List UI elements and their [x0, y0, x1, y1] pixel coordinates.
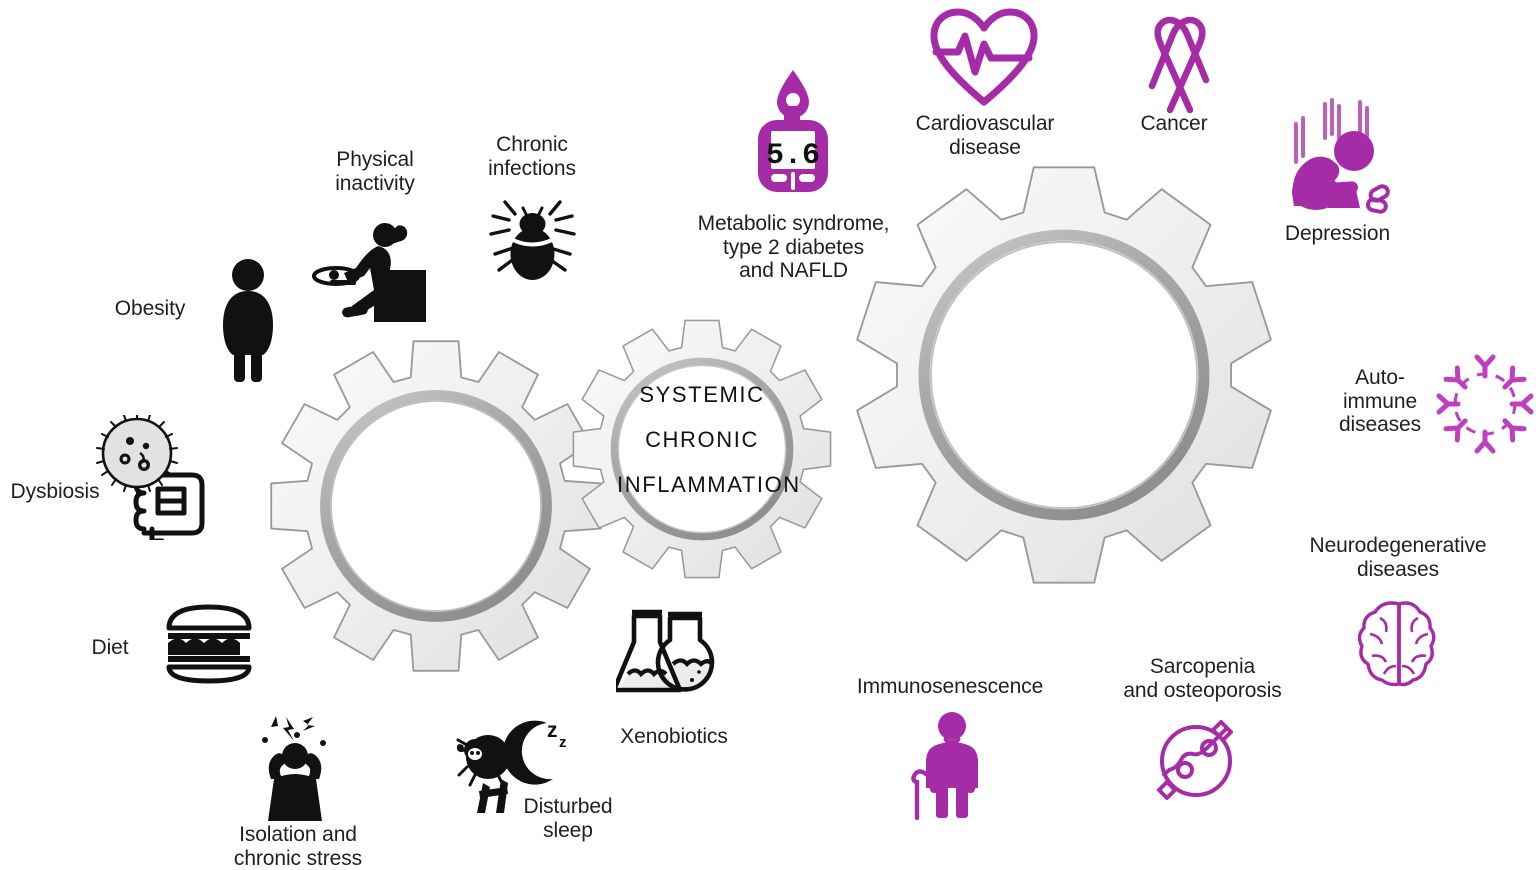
label-neurodegenerative-diseases: Neurodegenerative diseases [1309, 534, 1487, 581]
svg-text:z: z [559, 734, 567, 751]
label-dysbiosis: Dysbiosis [10, 480, 100, 503]
label-chronic-infections: Chronic infections [488, 133, 576, 180]
brain-icon [1358, 601, 1436, 687]
label-isolation-chronic-stress: Isolation and chronic stress [233, 823, 363, 870]
sheep-moon-icon: z z [456, 719, 567, 813]
label-obesity: Obesity [114, 297, 186, 320]
label-cancer: Cancer [1140, 112, 1208, 135]
svg-text:z: z [547, 719, 558, 742]
depressed-person-icon [1292, 98, 1390, 214]
center-line-3: INFLAMMATION [617, 472, 801, 497]
label-immunosenescence: Immunosenescence [856, 675, 1044, 698]
obese-person-icon [223, 259, 273, 382]
label-cardiovascular-disease: Cardiovascular disease [915, 112, 1055, 159]
label-metabolic-syndrome: Metabolic syndrome, type 2 diabetes and … [697, 212, 890, 283]
center-line-1: SYSTEMIC [639, 382, 765, 407]
elderly-person-cane-icon [911, 712, 978, 820]
label-disturbed-sleep: Disturbed sleep [523, 795, 613, 842]
label-depression: Depression [1284, 222, 1391, 245]
heart-ecg-icon [930, 8, 1038, 106]
label-autoimmune-diseases: Auto- immune diseases [1338, 366, 1422, 437]
bone-joint-icon [1157, 720, 1233, 800]
tick-bug-icon [489, 200, 576, 280]
glucometer-value: 5.6 [766, 139, 820, 173]
center-gear [572, 319, 832, 579]
label-diet: Diet [91, 636, 129, 659]
label-sarcopenia-osteoporosis: Sarcopenia and osteoporosis [1123, 655, 1282, 702]
awareness-ribbon-icon [1148, 16, 1210, 114]
right-gear [856, 166, 1272, 584]
couch-potato-icon [312, 223, 426, 322]
burger-icon [166, 604, 252, 684]
label-physical-inactivity: Physical inactivity [335, 148, 415, 195]
left-gear [270, 340, 602, 672]
lab-flasks-icon [616, 609, 715, 693]
center-line-2: CHRONIC [645, 427, 759, 452]
antibody-ring-icon [1436, 354, 1534, 454]
glucometer-icon: 5.6 [758, 70, 828, 192]
gut-microbiome-icon [96, 415, 205, 540]
label-xenobiotics: Xenobiotics [620, 725, 728, 748]
stressed-person-icon [262, 716, 326, 821]
